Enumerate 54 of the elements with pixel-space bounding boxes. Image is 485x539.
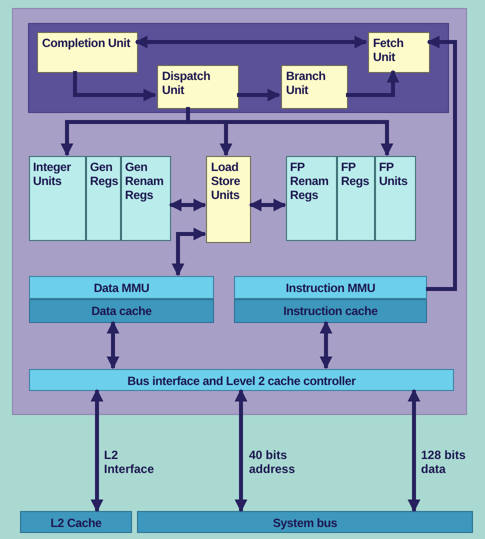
edge-label: L2 Interface [104, 448, 156, 476]
unit-label: Instruction cache [282, 304, 379, 318]
unit-box [281, 65, 348, 109]
chip-outline [12, 8, 467, 415]
arrow [90, 388, 104, 512]
register-cell [337, 156, 375, 241]
register-cell [375, 156, 416, 241]
edge-label: 128 bits data [421, 448, 467, 476]
arrow [172, 228, 206, 276]
arrow [168, 198, 206, 212]
unit-label: Data cache [90, 304, 153, 318]
register-cell [29, 156, 86, 241]
cache-bar [234, 299, 427, 323]
arrow [408, 388, 420, 512]
edge-label: 40 bits address [249, 448, 296, 476]
mmu-bar [29, 276, 214, 299]
arrow [426, 36, 457, 291]
bus-interface-bar [29, 369, 454, 391]
unit-label: Gen Regs [90, 160, 117, 188]
unit-box [37, 32, 138, 73]
unit-box [206, 156, 251, 243]
unit-label: Dispatch Unit [162, 69, 212, 97]
arrow [234, 388, 248, 512]
unit-label: FP Renam Regs [290, 160, 330, 202]
unit-box [157, 65, 239, 109]
unit-label: System bus [272, 516, 338, 530]
unit-label: Data MMU [92, 281, 150, 295]
bus-bar [137, 511, 473, 533]
unit-label: FP Regs [341, 160, 370, 188]
arrow [237, 88, 280, 102]
unit-label: FP Units [379, 160, 409, 188]
unit-label: Gen Renam Regs [125, 160, 165, 202]
unit-label: Instruction MMU [284, 281, 376, 295]
arrow [73, 71, 156, 102]
mmu-bar [234, 276, 427, 299]
unit-label: Fetch Unit [373, 36, 405, 64]
arrow [346, 70, 400, 97]
cache-bar [20, 511, 132, 533]
register-cell [286, 156, 337, 241]
arrow [248, 198, 286, 212]
cache-bar [29, 299, 214, 323]
unit-label: Integer Units [33, 160, 72, 188]
unit-box [368, 32, 430, 73]
pipeline-panel [28, 23, 449, 113]
unit-label: Load Store Units [211, 160, 242, 202]
unit-label: Branch Unit [286, 69, 327, 97]
unit-label: Bus interface and Level 2 cache controller [126, 374, 357, 388]
arrow [106, 320, 120, 370]
register-cell [86, 156, 121, 241]
unit-label: Completion Unit [42, 36, 132, 50]
arrow [320, 320, 332, 370]
unit-label: L2 Cache [50, 516, 102, 530]
register-cell [121, 156, 171, 241]
arrow [134, 36, 368, 48]
